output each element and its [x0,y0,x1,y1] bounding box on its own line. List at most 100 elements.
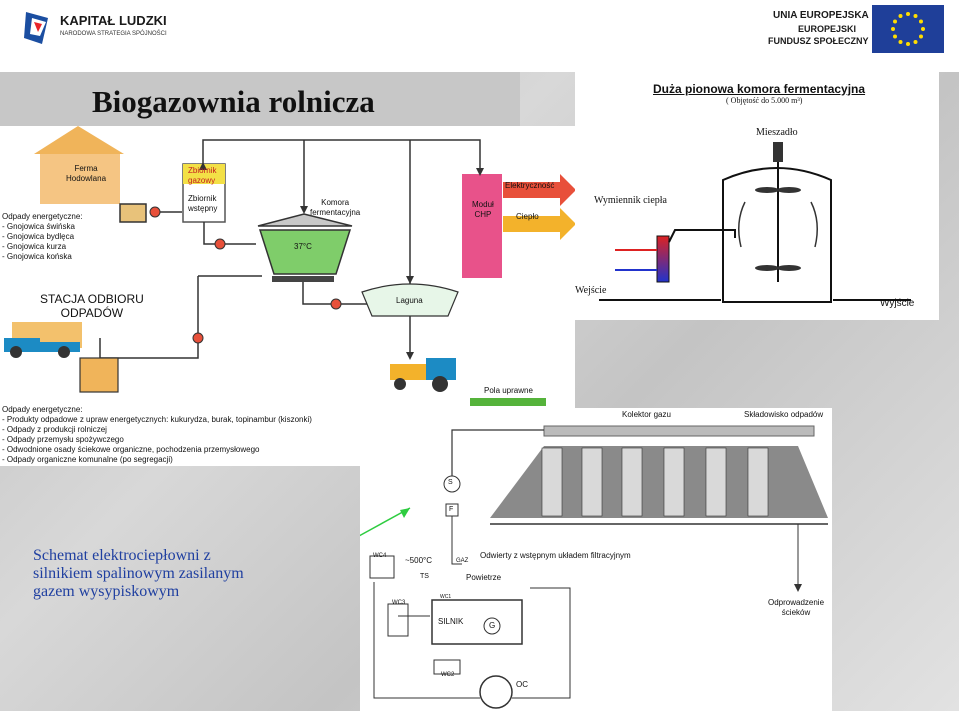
mixer-motor-icon [773,142,783,162]
lagoon [361,283,459,317]
left-logo-subtitle: NARODOWA STRATEGIA SPÓJNOŚCI [60,31,167,37]
fermenter-title: Duża pionowa komora fermentacyjna [653,82,866,96]
chamber-roof [257,213,353,227]
wc4-box [369,555,395,579]
right-logo-line1: UNIA EUROPEJSKA [773,10,869,21]
eu-star-icon [913,39,918,44]
slide-caption: Schemat elektrociepłowni z silnikiem spa… [33,547,244,601]
eu-star-icon [893,34,898,39]
eu-star-icon [921,27,925,31]
fields-label: Pola uprawne [484,386,533,395]
mixer-label: Mieszadło [756,127,798,138]
caption-line: Schemat elektrociepłowni z [33,547,211,564]
inlet-label: Wejście [575,285,607,296]
electricity-arrow-icon [503,174,575,206]
farm-building [40,154,120,204]
heat-exchanger-icon [656,235,670,283]
waste-bottom-item: - Odpady przemysłu spożywczego [2,435,124,444]
waste-bottom-item: - Produkty odpadowe z upraw energetyczny… [2,415,312,424]
eu-star-icon [918,19,923,24]
eu-star-icon [906,42,910,46]
eu-flag-icon [872,5,944,53]
fermenter-subtitle: ( Objętość do 5.000 m³) [726,96,803,105]
field-trailer [390,364,426,380]
waste-bottom-item: - Odpady organiczne komunalne (po segreg… [2,455,173,464]
exhaust-temp-label: ~500°C [405,556,432,565]
kapital-ludzki-logo-icon [24,12,48,44]
chamber-temp: 37°C [294,242,312,251]
electricity-label: Elektryczność [505,181,555,190]
wc4-label: WC4 [373,553,387,559]
oc-icon [479,675,513,709]
header-bar: KAPITAŁ LUDZKI NARODOWA STRATEGIA SPÓJNO… [0,0,959,64]
g-label: G [489,621,496,630]
chamber-base [272,276,334,282]
right-logo-line2: EUROPEJSKI [798,24,857,34]
gas-tank-top [183,164,225,184]
right-logo-line3: FUNDUSZ SPOŁECZNY [768,36,869,46]
fermenter-diagram [575,72,939,320]
s-label: S [448,479,453,486]
waste-bottom-item: - Odwodnione osady ściekowe organiczne, … [2,445,260,454]
waste-bottom-header: Odpady energetyczne: [2,405,83,414]
landfill-diagram [360,408,832,711]
eu-star-icon [918,34,923,39]
fermenter-tank [722,167,832,303]
waste-list-bottom: Odpady energetyczne: - Produkty odpadowe… [2,405,312,465]
eu-star-icon [891,27,895,31]
heat-label: Ciepło [516,212,539,221]
waste-top-header: Odpady energetyczne: [2,212,83,221]
caption-line: gazem wysypiskowym [33,583,180,600]
waste-list-top: Odpady energetyczne: - Gnojowica świńska… [2,212,83,262]
chp-module [462,174,502,278]
farm-roof-icon [34,126,124,154]
station-truck-icon [4,338,40,352]
waste-top-item: - Gnojowica końska [2,252,72,261]
eu-star-icon [898,14,903,19]
wells-label: Odwierty z wstępnym układem filtracyjnym [480,551,631,560]
waste-top-item: - Gnojowica bydlęca [2,232,75,241]
wc3-label: WC3 [392,600,406,606]
engine-label: SILNIK [438,617,464,626]
oc-label: OC [516,680,528,689]
storage-label: Składowisko odpadów [744,410,824,419]
heat-arrow-icon [503,208,575,240]
waste-list-bottom-bg [0,402,360,462]
air-label: Powietrze [466,573,502,582]
tractor-icon [426,358,456,380]
heat-exchanger-label: Wymiennik ciepła [594,195,667,206]
slide-title: Biogazownia rolnicza [92,84,375,119]
outlet-label: Wyjście [880,298,915,309]
engine-block [431,599,523,645]
generator-icon [483,617,501,635]
eu-star-icon [893,19,898,24]
waste-top-item: - Gnojowica świńska [2,222,75,231]
waste-top-item: - Gnojowica kurza [2,242,67,251]
wc2-label: WC2 [441,672,455,678]
f-label: F [449,506,454,513]
wc1-label: WC1 [440,594,452,600]
wc2-box [433,659,461,675]
ts-label: TS [420,573,429,580]
waste-bottom-item: - Odpady z produkcji rolniczej [2,425,107,434]
fermentation-chamber [258,229,352,275]
title-band [0,72,520,126]
lagoon-label: Laguna [396,296,423,305]
field-strip [470,398,546,406]
sensor-s [443,475,461,493]
eu-star-icon [898,39,903,44]
eu-star-icon [913,14,918,19]
wc3-box [387,603,409,637]
station-tank [79,357,119,393]
gaz-label: GAZ [456,558,469,564]
small-tank [119,203,147,223]
eu-star-icon [906,12,910,16]
gas-collector [543,425,815,437]
